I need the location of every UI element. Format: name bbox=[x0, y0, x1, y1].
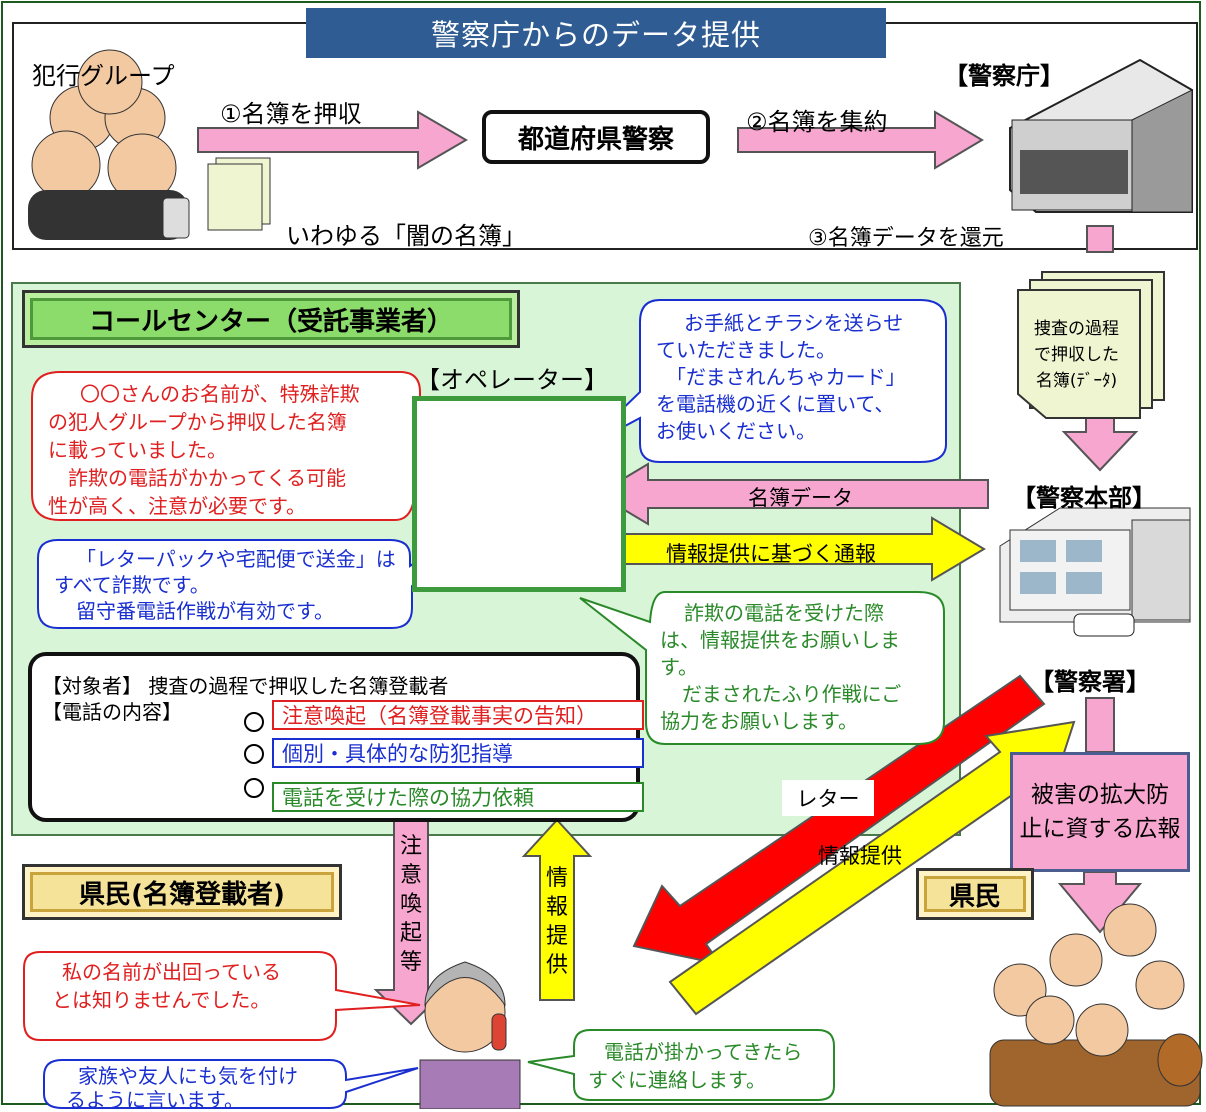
pr-text-line: 被害の拡大防 bbox=[1031, 782, 1169, 808]
target-label: 【対象者】 捜査の過程で押収した名簿登載者 bbox=[42, 674, 449, 698]
bullet-circle bbox=[244, 712, 264, 732]
arrow-station-down bbox=[1085, 697, 1115, 753]
dark-list-label: いわゆる「闇の名簿」 bbox=[286, 222, 526, 250]
meibo-data-label: 名簿データ bbox=[748, 486, 853, 510]
bubble-green-resident-shape bbox=[527, 1029, 835, 1101]
content-item-cooperation: 電話を受けた際の協力依頼 bbox=[272, 782, 644, 812]
callcenter-blue-left-message: 「レターパックや宅配便で送金」は すべて詐欺です。 留守番電話作戦が有効です。 bbox=[54, 547, 396, 623]
bubble-red-resident-shape bbox=[23, 951, 421, 1041]
pr-text-line: 止に資する広報 bbox=[1019, 816, 1181, 842]
resident-red-message: 私の名前が出回っている とは知りませんでした。 bbox=[52, 960, 281, 1012]
content-item-guidance: 個別・具体的な防犯指導 bbox=[272, 738, 644, 768]
elderly-woman-icon bbox=[419, 961, 521, 1109]
arrow-return bbox=[1086, 225, 1114, 253]
bullet-circle bbox=[244, 778, 264, 798]
arrow-collect-label: ②名簿を集約 bbox=[746, 108, 888, 136]
bubble-blue-left-shape bbox=[37, 519, 479, 629]
police-hq-building-icon bbox=[999, 507, 1191, 637]
npa-label: 【警察庁】 bbox=[944, 62, 1064, 90]
bubble-blue-resident-shape bbox=[43, 1059, 419, 1109]
family-icon bbox=[989, 903, 1203, 1107]
npa-building-icon bbox=[1009, 58, 1193, 213]
police-station-label: 【警察署】 bbox=[1030, 668, 1150, 696]
section-banner: 警察庁からのデータ提供 bbox=[306, 8, 886, 58]
seized-list-docs-icon bbox=[1017, 271, 1165, 419]
seized-list-docs-text: 捜査の過程 で押収した 名簿(ﾃﾞｰﾀ) bbox=[1034, 319, 1119, 391]
info-vertical-label: 情報提供 bbox=[545, 866, 568, 978]
content-label: 【電話の内容】 bbox=[42, 700, 182, 724]
callcenter-blue-right-message: お手紙とチラシを送らせ ていただきました。 「だまされんちゃカード」 を電話機の… bbox=[656, 311, 906, 443]
letter-label: レター bbox=[782, 780, 874, 816]
resident-green-message: 電話が掛かってきたら すぐに連絡します。 bbox=[588, 1040, 803, 1092]
tsuho-label: 情報提供に基づく通報 bbox=[666, 542, 876, 566]
criminal-group-label: 犯行グループ bbox=[32, 62, 175, 90]
caution-vertical-label: 注意喚起等 bbox=[399, 834, 422, 975]
arrow-collect bbox=[737, 110, 984, 170]
arrow-letter bbox=[632, 674, 1046, 966]
bubble-red-callcenter-shape bbox=[31, 371, 464, 521]
callcenter-title: コールセンター（受託事業者） bbox=[22, 290, 520, 348]
arrow-info-up bbox=[521, 818, 593, 1001]
arrow-seize bbox=[197, 110, 468, 170]
bubble-green-callcenter-shape bbox=[579, 591, 945, 745]
bubble-blue-right-shape bbox=[579, 299, 947, 463]
content-item-caution: 注意喚起（名簿登載事実の告知） bbox=[272, 700, 644, 730]
bullet-circle bbox=[244, 744, 264, 764]
prefecture-police-box: 都道府県警察 bbox=[482, 110, 710, 164]
arrow-return-label: ③名簿データを還元 bbox=[808, 226, 1004, 251]
arrow-docs-to-hq bbox=[1061, 411, 1139, 472]
operator-frame bbox=[412, 396, 626, 592]
criminal-group-icon bbox=[28, 49, 190, 240]
residents-label: 県民 bbox=[916, 868, 1034, 920]
arrow-seize-label: ①名簿を押収 bbox=[220, 100, 362, 128]
callcenter-green-message: 詐欺の電話を受けた際 は、情報提供をお願いしま す。 だまされたふり作戦にご 協… bbox=[660, 601, 902, 733]
pr-box: 被害の拡大防 止に資する広報 bbox=[1010, 752, 1190, 872]
callcenter-red-message: 〇〇さんのお名前が、特殊詐欺 の犯人グループから押収した名簿 に載っていました。… bbox=[48, 382, 360, 518]
dark-list-icon bbox=[207, 157, 271, 231]
call-content-box: 【対象者】 捜査の過程で押収した名簿登載者 【電話の内容】 注意喚起（名簿登載事… bbox=[28, 652, 644, 822]
arrow-tsuho bbox=[595, 516, 986, 582]
info-provision-label: 情報提供 bbox=[818, 844, 902, 868]
police-hq-label: 【警察本部】 bbox=[1012, 484, 1156, 512]
listed-residents-title: 県民(名簿登載者) bbox=[22, 864, 342, 920]
resident-blue-message: 家族や友人にも気を付け るように言います。 bbox=[66, 1064, 298, 1112]
operator-label: 【オペレーター】 bbox=[416, 366, 608, 394]
